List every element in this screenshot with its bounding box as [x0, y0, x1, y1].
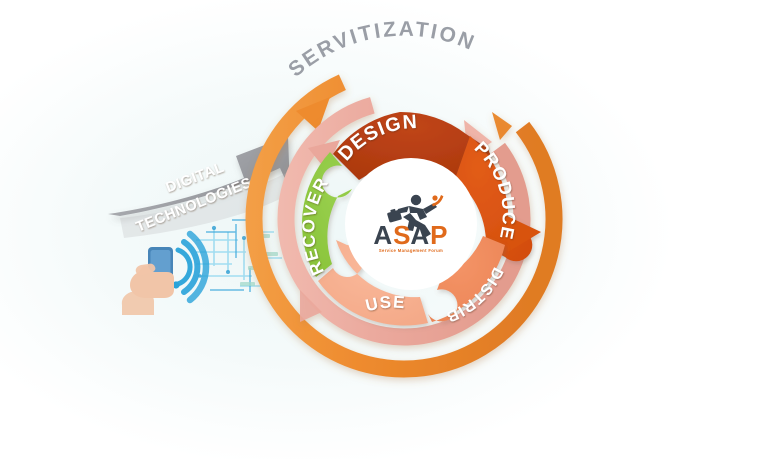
servitization-headline: SERVITIZATION: [284, 18, 479, 82]
produce-arrowhead: [505, 215, 541, 252]
outer-arrow-ring: [245, 60, 563, 378]
outer-ring-arc: [245, 60, 563, 378]
segment-design[interactable]: [333, 111, 491, 184]
briefcase-icon: [387, 208, 402, 223]
hand-icon: [121, 263, 174, 315]
segment-produce[interactable]: [455, 136, 541, 262]
outer-ring-tail: [492, 112, 512, 140]
outer-ring-arrowhead: [296, 97, 330, 131]
svg-text:A: A: [410, 220, 429, 250]
asap-wordmark: A S A P: [373, 220, 448, 250]
svg-text:S: S: [393, 220, 411, 250]
segment-use-label: USE: [364, 292, 407, 315]
wifi-origin-dot: [172, 281, 180, 289]
segment-use[interactable]: [318, 240, 428, 326]
segment-distribute[interactable]: [428, 236, 505, 322]
wifi-icon: [175, 230, 210, 304]
segment-recover[interactable]: [302, 152, 352, 277]
inner-ring-arrowhead-left: [308, 140, 340, 170]
inner-ring-arrowhead-bottom: [300, 290, 322, 322]
asap-logo: A S A P Service Management Forum: [373, 194, 448, 253]
svg-text:A: A: [373, 220, 392, 250]
digital-technologies-arrow: [108, 136, 290, 216]
arrow-shadow: [120, 172, 288, 238]
svg-text:P: P: [430, 220, 448, 250]
asap-logo-subtitle: Service Management Forum: [379, 248, 443, 253]
logo-accent-icon: [432, 195, 444, 207]
